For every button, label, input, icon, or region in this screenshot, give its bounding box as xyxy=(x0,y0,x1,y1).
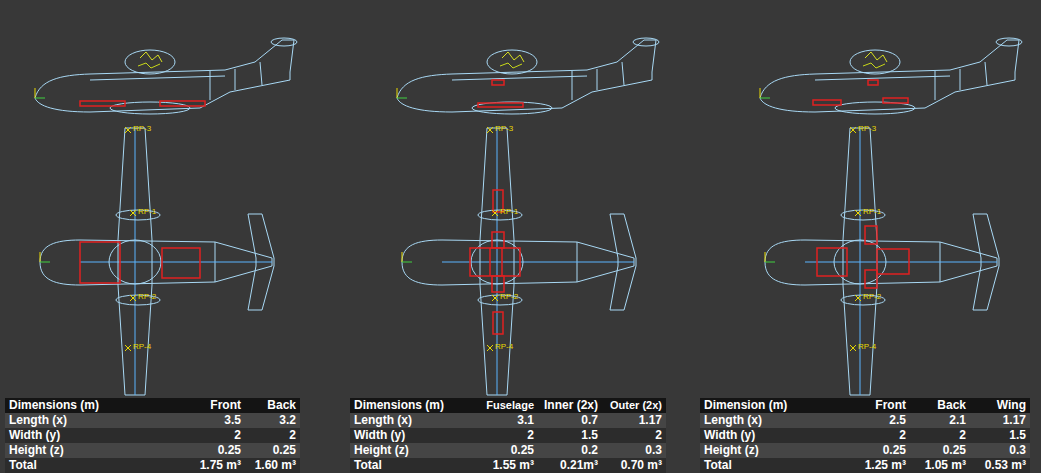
table-header: Front xyxy=(185,398,245,413)
reference-point-label: RP-3 xyxy=(858,124,876,134)
table-header: Front xyxy=(850,398,910,413)
table-cell: 2.1 xyxy=(910,413,970,428)
table-cell: Total xyxy=(700,458,850,473)
reference-point-label: RP-1 xyxy=(863,207,881,217)
table-cell: 1.05 m³ xyxy=(910,458,970,473)
table-cell: 1.75 m³ xyxy=(185,458,245,473)
reference-point-label: RP-4 xyxy=(495,342,513,352)
table-cell: Width (y) xyxy=(700,428,850,443)
reference-point-label: RP-3 xyxy=(133,124,151,134)
table-cell: 0.25 xyxy=(185,443,245,458)
reference-point-marker xyxy=(130,295,136,301)
table-cell: Length (x) xyxy=(5,413,185,428)
table-cell: 0.25 xyxy=(850,443,910,458)
table-cell: Width (y) xyxy=(5,428,185,443)
reference-point-label: RP-2 xyxy=(863,292,881,302)
table-header: Inner (2x) xyxy=(538,398,602,413)
reference-point-label: RP-2 xyxy=(138,292,156,302)
table-cell: 0.25 xyxy=(480,443,538,458)
table-header: Dimension (m) xyxy=(700,398,850,413)
table-header: Back xyxy=(910,398,970,413)
table-cell: 2 xyxy=(850,428,910,443)
table-header: Wing xyxy=(970,398,1030,413)
reference-point-label: RP-3 xyxy=(495,124,513,134)
reference-point-label: RP-4 xyxy=(858,342,876,352)
reference-point-marker xyxy=(130,210,136,216)
reference-point-marker xyxy=(125,127,131,133)
table-cell: 0.25 xyxy=(910,443,970,458)
reference-point-marker xyxy=(855,210,861,216)
table-header: Outer (2x) xyxy=(602,398,666,413)
reference-point-label: RP-2 xyxy=(500,292,518,302)
table-cell: Length (x) xyxy=(350,413,480,428)
table-cell: 0.53 m³ xyxy=(970,458,1030,473)
reference-point-label: RP-1 xyxy=(500,207,518,217)
table-cell: 2 xyxy=(480,428,538,443)
table-cell: 2 xyxy=(245,428,300,443)
table-cell: 1.5 xyxy=(970,428,1030,443)
reference-point-marker xyxy=(125,345,131,351)
table-header: Dimensions (m) xyxy=(350,398,480,413)
table-cell: Height (z) xyxy=(350,443,480,458)
table-cell: 3.2 xyxy=(245,413,300,428)
reference-point-marker xyxy=(850,345,856,351)
reference-point-marker xyxy=(850,127,856,133)
table-cell: 3.1 xyxy=(480,413,538,428)
table-cell: Total xyxy=(5,458,185,473)
table-cell: Length (x) xyxy=(700,413,850,428)
table-cell: Width (y) xyxy=(350,428,480,443)
table-header: Back xyxy=(245,398,300,413)
table-cell: 3.5 xyxy=(185,413,245,428)
table-cell: 1.5 xyxy=(538,428,602,443)
reference-point-marker xyxy=(487,345,493,351)
table-cell: Total xyxy=(350,458,480,473)
reference-point-marker xyxy=(492,210,498,216)
table-cell: 2.5 xyxy=(850,413,910,428)
table-cell: 0.21m³ xyxy=(538,458,602,473)
table-cell: Height (z) xyxy=(5,443,185,458)
table-cell: 2 xyxy=(910,428,970,443)
table-cell: 0.2 xyxy=(538,443,602,458)
table-header: Fuselage xyxy=(480,398,538,413)
table-cell: 0.3 xyxy=(602,443,666,458)
reference-point-label: RP-1 xyxy=(138,207,156,217)
reference-point-marker xyxy=(487,127,493,133)
table-cell: 1.25 m³ xyxy=(850,458,910,473)
table-cell: 1.60 m³ xyxy=(245,458,300,473)
table-cell: Height (z) xyxy=(700,443,850,458)
table-cell: 2 xyxy=(185,428,245,443)
table-cell: 0.70 m³ xyxy=(602,458,666,473)
table-cell: 1.17 xyxy=(602,413,666,428)
table-cell: 2 xyxy=(602,428,666,443)
reference-point-marker xyxy=(492,295,498,301)
table-header: Dimensions (m) xyxy=(5,398,185,413)
table-cell: 1.55 m³ xyxy=(480,458,538,473)
table-cell: 0.3 xyxy=(970,443,1030,458)
reference-point-marker xyxy=(855,295,861,301)
reference-point-label: RP-4 xyxy=(133,342,151,352)
table-cell: 0.7 xyxy=(538,413,602,428)
table-cell: 1.17 xyxy=(970,413,1030,428)
table-cell: 0.25 xyxy=(245,443,300,458)
